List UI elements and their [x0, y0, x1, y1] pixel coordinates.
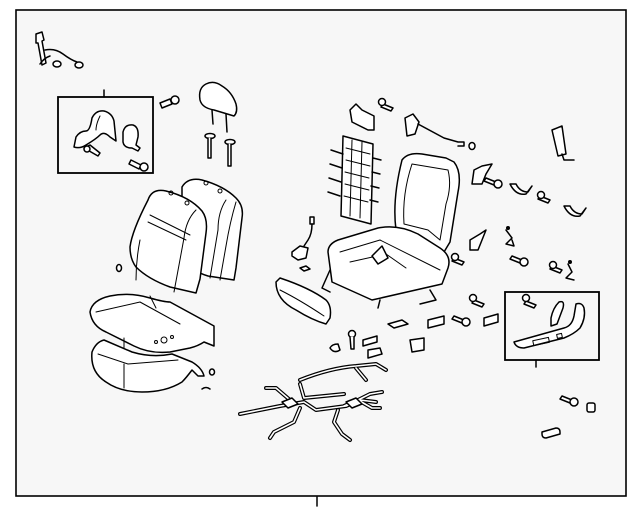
recliner-cover-kit[interactable] [57, 89, 154, 174]
callout-box [504, 291, 600, 361]
bracket[interactable] [427, 315, 445, 329]
bracket[interactable] [563, 205, 587, 218]
knob[interactable] [387, 319, 409, 329]
bracket[interactable] [471, 163, 493, 185]
bolt[interactable] [377, 97, 394, 112]
headrest-guide[interactable] [204, 132, 236, 167]
seat-cushion-cover[interactable] [89, 293, 215, 355]
bracket[interactable] [509, 183, 533, 196]
seat-frame[interactable] [321, 152, 461, 309]
headrest[interactable] [198, 81, 238, 133]
bolt[interactable] [509, 255, 529, 267]
bolt[interactable] [483, 177, 503, 189]
clip[interactable] [586, 402, 596, 413]
bracket[interactable] [469, 229, 487, 251]
seatback-cover[interactable] [129, 189, 208, 294]
diagram-frame [15, 9, 627, 497]
seat-heater-connector[interactable] [291, 216, 315, 272]
bolt[interactable] [559, 395, 579, 407]
bracket[interactable] [409, 337, 425, 353]
bracket[interactable] [548, 260, 575, 281]
lumbar-support[interactable] [327, 135, 382, 225]
clip[interactable] [329, 343, 341, 353]
bolt[interactable] [450, 252, 465, 266]
bracket[interactable] [551, 125, 575, 161]
knob[interactable] [541, 427, 561, 439]
bracket[interactable] [404, 113, 476, 151]
bracket[interactable] [483, 313, 499, 327]
power-seat-switch-kit[interactable] [504, 291, 600, 368]
clip[interactable] [115, 263, 123, 273]
callout-box [57, 96, 154, 174]
bolt[interactable] [451, 315, 471, 327]
clip[interactable] [362, 335, 383, 359]
bracket[interactable] [505, 226, 515, 247]
side-shield[interactable] [275, 277, 332, 325]
bracket[interactable] [349, 103, 375, 131]
wire-harness[interactable] [238, 362, 388, 442]
bolt[interactable] [468, 293, 485, 308]
bolt[interactable] [159, 95, 180, 109]
seat-cushion-pad[interactable] [91, 339, 205, 393]
bolt[interactable] [536, 190, 551, 204]
bolt[interactable] [347, 329, 357, 350]
seat-heater-connector[interactable] [35, 31, 84, 69]
clip[interactable] [201, 368, 216, 390]
